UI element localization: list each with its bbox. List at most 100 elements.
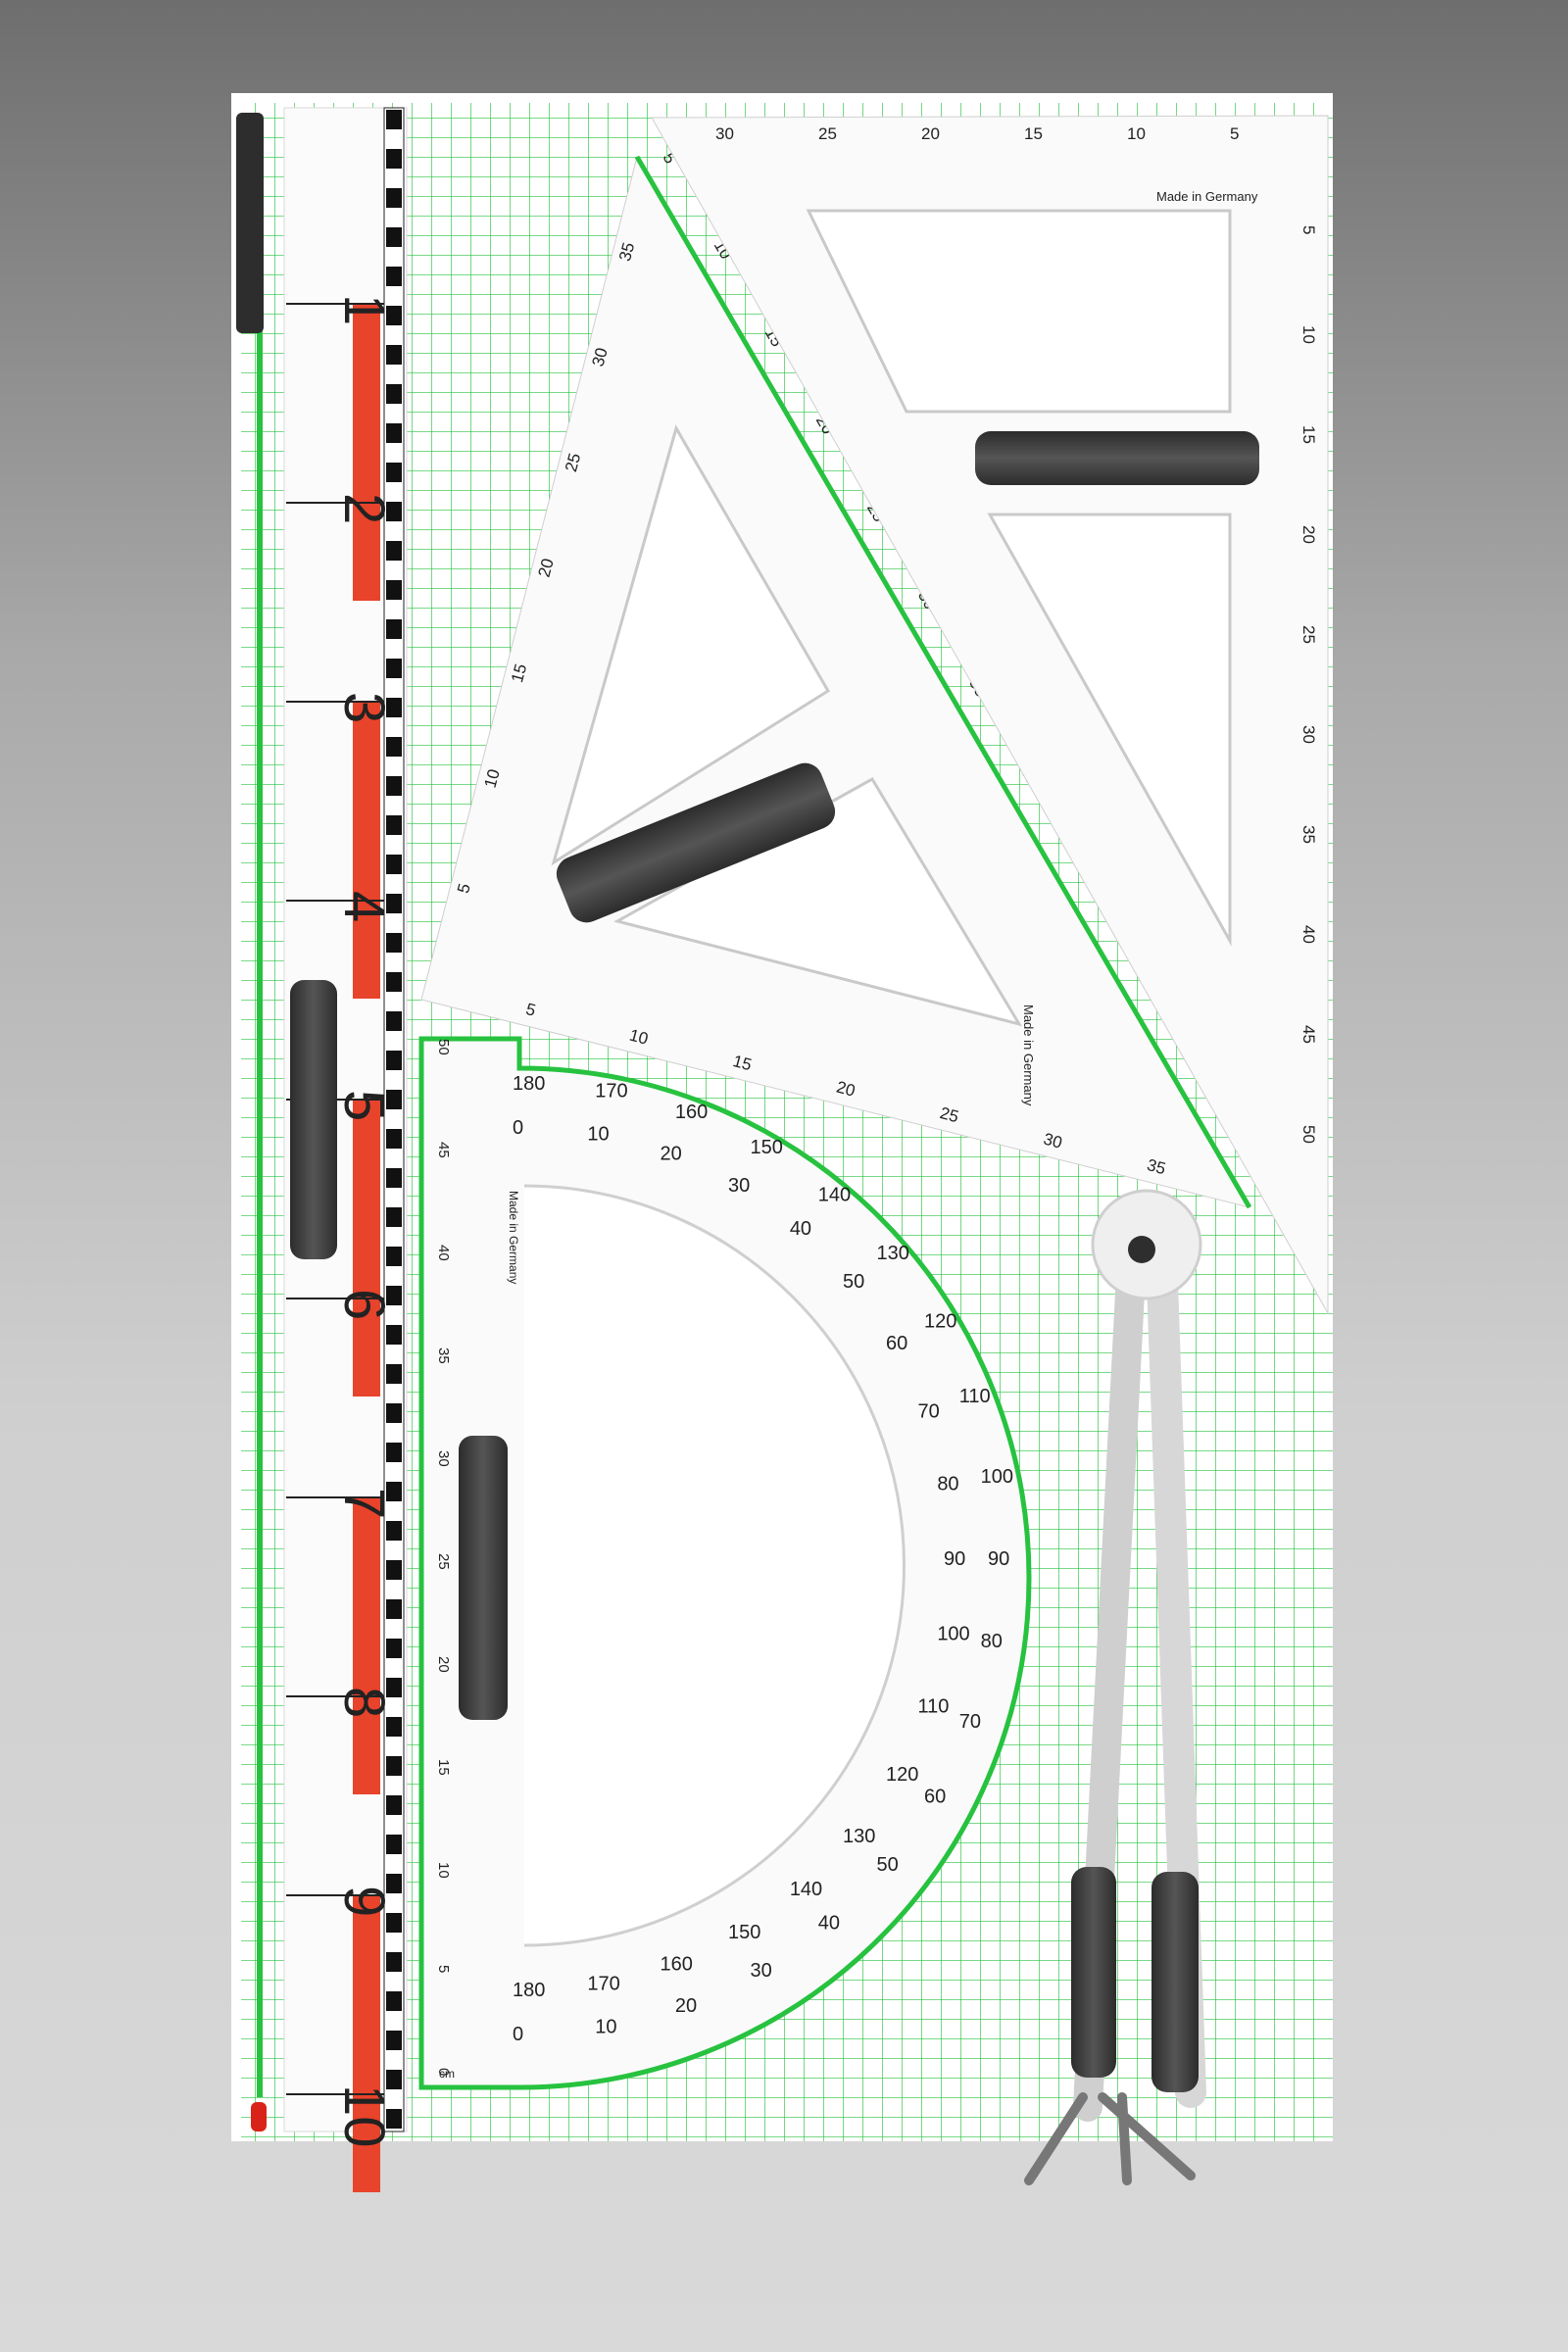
inner-degree-label: 120 <box>924 1311 956 1333</box>
cm-scale-label: 10 <box>435 1862 452 1879</box>
outer-degree-label: 20 <box>660 1144 681 1165</box>
left-scale-label: 10 <box>481 767 504 790</box>
checker-cell <box>386 423 402 443</box>
checker-cell <box>386 1090 402 1109</box>
checker-cell <box>386 815 402 835</box>
right-scale-label: 50 <box>1299 1125 1318 1144</box>
checker-cell <box>386 1168 402 1188</box>
base-scale-label: 35 <box>1145 1155 1167 1178</box>
cm-scale-label: 45 <box>435 1142 452 1158</box>
outer-degree-label: 140 <box>790 1879 822 1900</box>
top-scale-label: 30 <box>715 124 734 143</box>
left-scale-label: 15 <box>508 662 530 684</box>
checker-cell <box>386 1482 402 1501</box>
top-scale-label: 10 <box>1127 124 1146 143</box>
inner-degree-label: 40 <box>818 1913 840 1935</box>
cm-scale-label: 40 <box>435 1245 452 1261</box>
cm-scale-label: 25 <box>435 1553 452 1570</box>
top-scale-label: 15 <box>1024 124 1043 143</box>
inner-degree-label: 50 <box>877 1854 899 1876</box>
inner-degree-label: 90 <box>988 1548 1009 1570</box>
set-square-imprint: Made in Germany <box>1021 1004 1036 1106</box>
outer-degree-label: 10 <box>587 1124 609 1146</box>
checker-cell <box>386 188 402 208</box>
ruler-red-segment <box>353 901 380 999</box>
ruler-number: 9 <box>332 1886 396 1917</box>
ruler-handle[interactable] <box>290 980 337 1259</box>
checker-cell <box>386 1364 402 1384</box>
checker-cell <box>386 1874 402 1893</box>
right-scale-label: 35 <box>1299 825 1318 844</box>
right-scale-label: 20 <box>1299 525 1318 544</box>
left-scale-label: 30 <box>589 346 612 368</box>
inner-degree-label: 10 <box>595 2017 616 2038</box>
top-scale-label: 20 <box>921 124 940 143</box>
right-scale-label: 40 <box>1299 925 1318 944</box>
inner-degree-label: 110 <box>959 1386 991 1407</box>
right-scale-label: 5 <box>1299 225 1318 234</box>
checker-cell <box>386 2109 402 2129</box>
protractor-imprint: Made in Germany <box>507 1191 520 1284</box>
right-triangle-handle[interactable] <box>975 431 1259 485</box>
ruler-red-segment <box>353 702 380 903</box>
left-scale-label: 35 <box>615 240 638 263</box>
ruler-number: 5 <box>332 1090 396 1121</box>
checker-cell <box>386 1521 402 1541</box>
outer-degree-label: 100 <box>937 1623 969 1644</box>
base-scale-label: 10 <box>627 1026 650 1049</box>
checker-cell <box>386 227 402 247</box>
ruler-red-segment <box>353 304 380 505</box>
set-square-handle[interactable] <box>551 758 840 928</box>
checker-cell <box>386 463 402 482</box>
outer-degree-label: 50 <box>843 1271 864 1293</box>
inner-degree-label: 140 <box>818 1184 851 1205</box>
outer-degree-label: 0 <box>513 1117 523 1139</box>
checker-cell <box>386 1952 402 1972</box>
protractor-handle[interactable] <box>459 1436 508 1720</box>
ruler-number: 1 <box>332 294 396 325</box>
checker-cell <box>386 1991 402 2011</box>
right-scale-label: 45 <box>1299 1025 1318 1044</box>
right-scale-label: 25 <box>1299 625 1318 644</box>
checker-cell <box>386 306 402 325</box>
checker-cell <box>386 933 402 953</box>
outer-degree-label: 80 <box>937 1474 958 1495</box>
checker-cell <box>386 345 402 365</box>
inner-degree-label: 170 <box>595 1080 627 1102</box>
checker-cell <box>386 776 402 796</box>
base-scale-label: 15 <box>731 1052 754 1074</box>
cm-scale-label: 30 <box>435 1450 452 1467</box>
checker-cell <box>386 855 402 874</box>
ruler-number: 3 <box>332 692 396 723</box>
board-compass[interactable] <box>1024 1189 1206 2185</box>
ruler-red-segment <box>353 1100 380 1300</box>
left-scale-label: 20 <box>535 557 558 579</box>
checker-cell <box>386 580 402 600</box>
inner-degree-label: 100 <box>981 1466 1013 1488</box>
inner-degree-label: 160 <box>675 1102 708 1123</box>
checker-cell <box>386 267 402 286</box>
checker-cell <box>386 1247 402 1266</box>
checker-cell <box>386 1560 402 1580</box>
checker-cell <box>386 384 402 404</box>
outer-degree-label: 30 <box>728 1175 750 1197</box>
right-scale-label: 30 <box>1299 725 1318 744</box>
cm-scale-label: 5 <box>435 1965 452 1973</box>
checker-cell <box>386 1207 402 1227</box>
cm-scale-label: 20 <box>435 1656 452 1673</box>
ruler-number: 4 <box>332 891 396 922</box>
cm-scale-label: 50 <box>435 1039 452 1055</box>
top-scale-label: 5 <box>1230 124 1239 143</box>
checker-cell <box>386 659 402 678</box>
checker-cell <box>386 894 402 913</box>
cm-scale-label: 0 <box>435 2068 452 2076</box>
checker-cell <box>386 1639 402 1658</box>
inner-degree-label: 150 <box>751 1137 783 1158</box>
